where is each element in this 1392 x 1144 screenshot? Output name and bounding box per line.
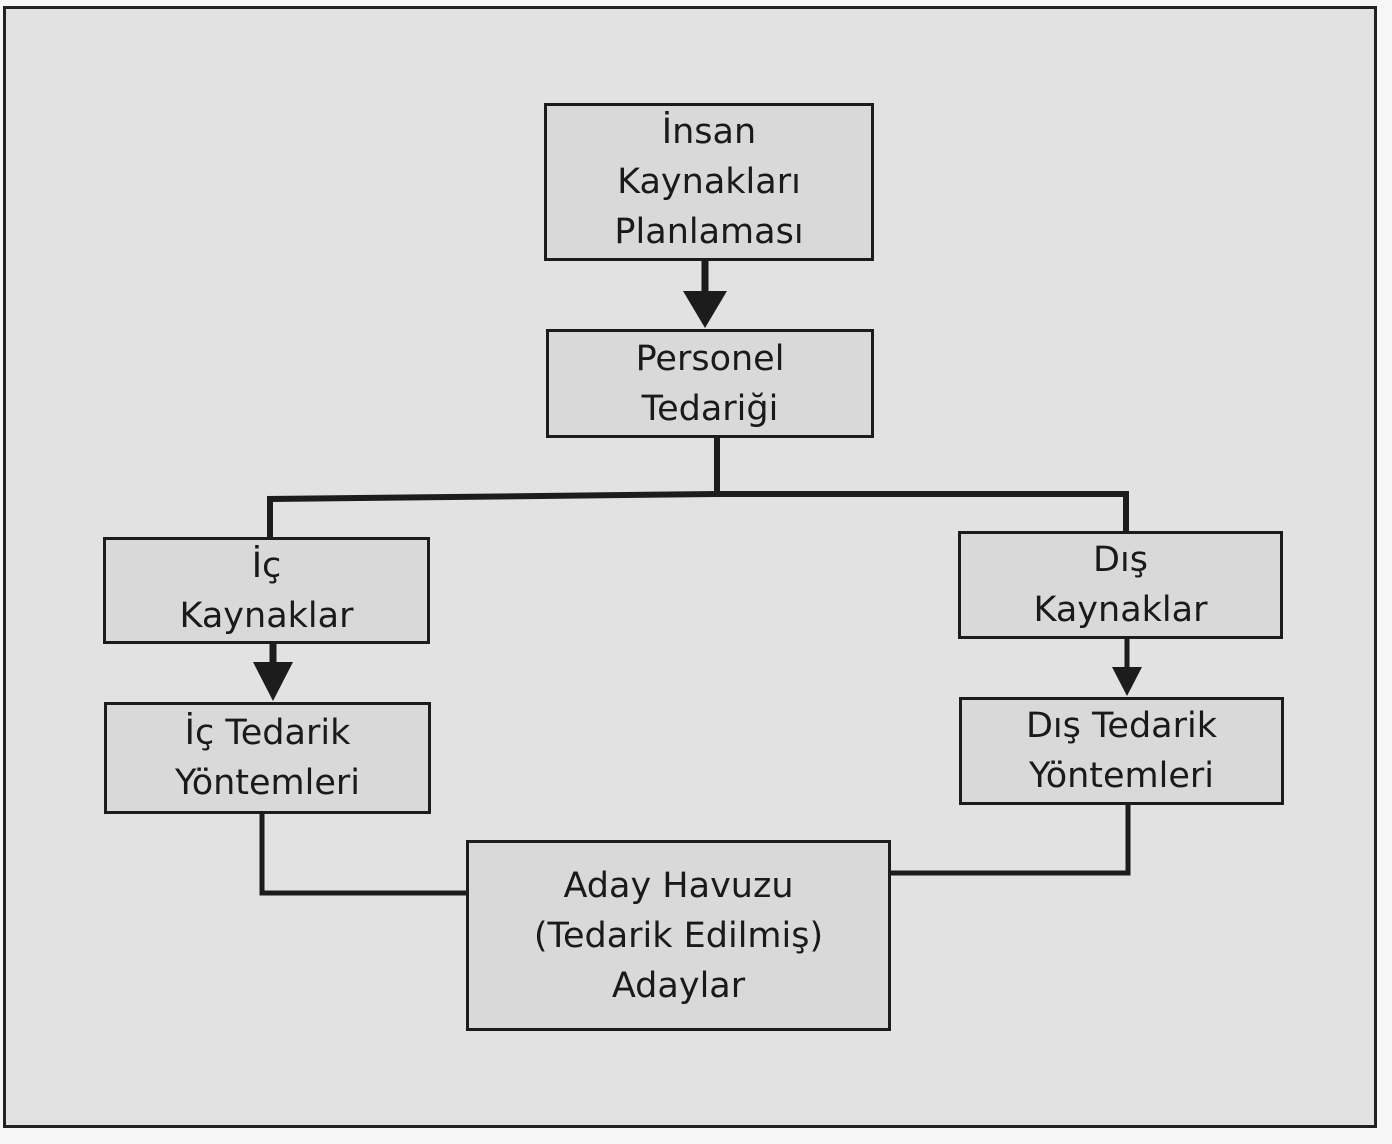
arrowhead-to-internal-methods xyxy=(253,662,293,701)
connector-external-to-pool xyxy=(891,805,1131,876)
node-candidate-pool: Aday Havuzu (Tedarik Edilmiş) Adaylar xyxy=(466,840,891,1031)
arrowhead-to-procurement xyxy=(683,291,727,328)
node-hr-planning: İnsan Kaynakları Planlaması xyxy=(544,103,874,261)
node-personnel-procurement: Personel Tedariği xyxy=(546,329,874,438)
node-external-sources: Dış Kaynaklar xyxy=(958,531,1283,639)
connector-internal-to-pool xyxy=(259,814,466,896)
arrowhead-to-external-methods xyxy=(1112,667,1142,696)
node-external-methods: Dış Tedarik Yöntemleri xyxy=(959,697,1284,805)
node-internal-sources: İç Kaynaklar xyxy=(103,537,430,644)
node-internal-methods: İç Tedarik Yöntemleri xyxy=(104,702,431,814)
connector-split-bar xyxy=(267,491,1129,537)
